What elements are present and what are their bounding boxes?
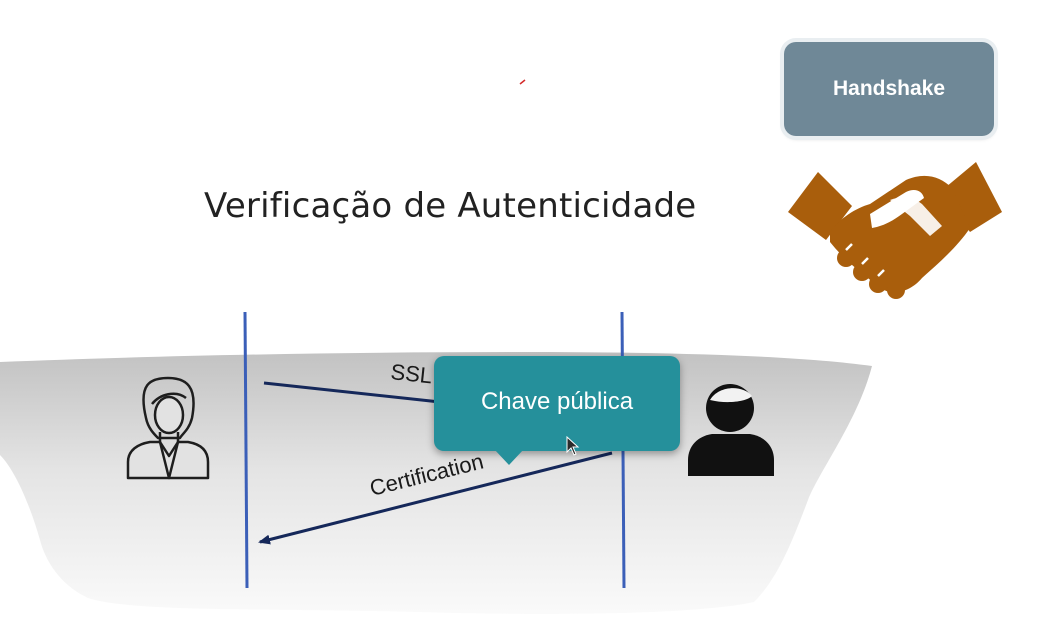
ssl-arrow xyxy=(263,381,441,404)
handshake-button[interactable]: Handshake xyxy=(784,42,994,136)
handshake-label: Handshake xyxy=(832,77,946,100)
woman-user-icon xyxy=(126,376,210,480)
tooltip-label: Chave pública xyxy=(480,387,634,415)
ssl-label: SSL xyxy=(389,359,433,388)
mouse-cursor-icon xyxy=(566,436,580,456)
public-key-tooltip[interactable]: Chave pública xyxy=(434,356,680,451)
slide-title: Verificação de Autenticidade xyxy=(204,186,697,226)
red-mark xyxy=(519,79,526,85)
handshake-icon xyxy=(788,162,1002,299)
certification-arrow xyxy=(258,451,613,545)
client-lifeline xyxy=(243,311,249,589)
tooltip-pointer xyxy=(494,449,524,465)
man-user-icon xyxy=(688,384,774,476)
